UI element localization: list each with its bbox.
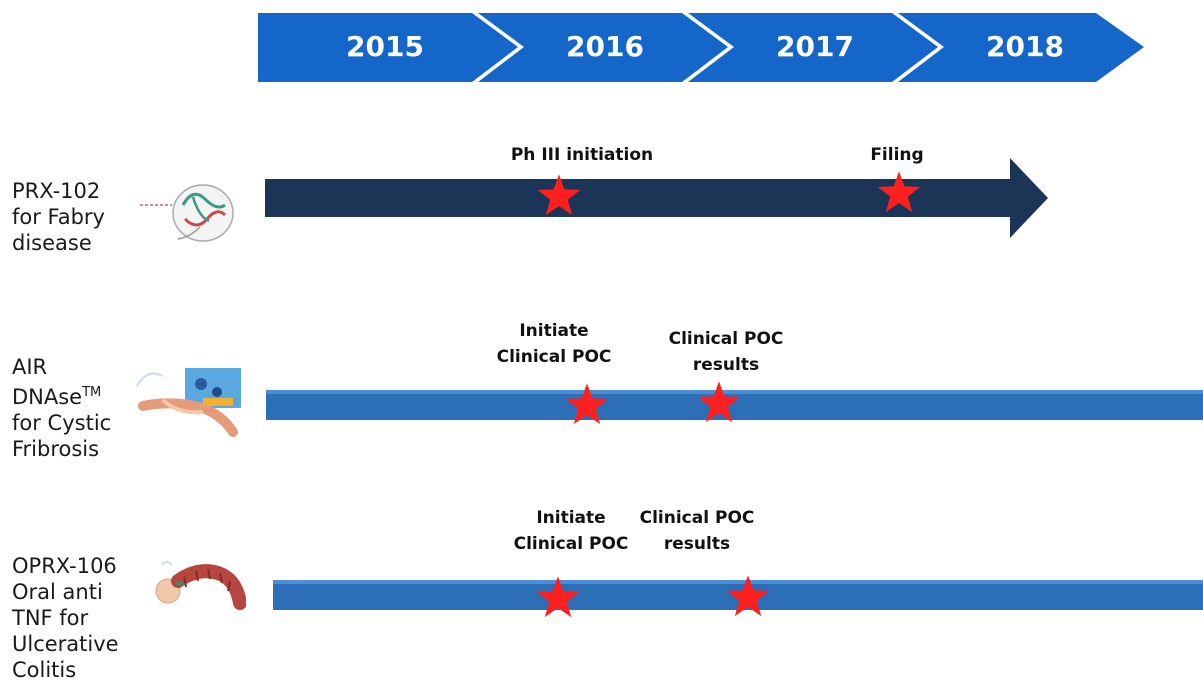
program-label-line: for Fabry [12,205,105,229]
star-icon [877,171,921,213]
airway-lungs-icon [136,368,241,437]
star-icon [697,381,741,423]
timeline-bar-prx102 [265,158,1048,238]
star-icon [536,576,580,618]
year-chevron-2017 [688,13,938,82]
program-label-line: Colitis [12,658,77,682]
program-label-line: OPRX-106 [12,554,117,578]
star-icon [537,174,581,216]
program-label-prx102: PRX-102 for Fabry disease [12,178,105,256]
program-label-line: TNF for [12,606,89,630]
year-label-2018: 2018 [986,30,1064,63]
year-label-2016: 2016 [566,30,644,63]
milestone-label-air-poc-results: Clinical POC results [668,329,784,375]
year-label-2017: 2017 [776,30,854,63]
program-label-line: Fribrosis [12,437,100,461]
program-label-line: PRX-102 [12,179,101,203]
trademark-mark: TM [82,385,102,400]
colon-intestine-icon [155,561,246,610]
year-label-2015: 2015 [346,30,424,63]
year-chevron-2015 [258,13,518,82]
milestone-label-ph3-initiation: Ph III initiation [510,145,654,165]
star-icon [565,383,609,425]
milestone-label-oprx-initiate-poc: Initiate Clinical POC [513,508,629,554]
program-label-oprx106: OPRX-106 Oral anti TNF for Ulcerative Co… [12,553,119,683]
program-label-line: for Cystic [12,411,112,435]
program-label-line: Oral anti [12,580,103,604]
program-label-line: Ulcerative [12,632,119,656]
star-icon [726,575,770,617]
protein-structure-icon [140,184,234,242]
year-chevron-2016 [478,13,728,82]
year-header-band [258,13,1144,82]
milestone-label-oprx-poc-results: Clinical POC results [639,508,755,554]
year-chevron-2018 [898,13,1144,82]
program-label-line: DNAseTM [12,385,102,409]
program-label-line: disease [12,231,92,255]
milestone-label-air-initiate-poc: Initiate Clinical POC [496,321,612,367]
program-label-air-dnase: AIR DNAseTM for Cystic Fribrosis [12,354,111,462]
timeline-bar-air-dnase [266,390,1203,420]
program-label-line: AIR [12,355,48,379]
milestone-label-filing: Filing [870,145,924,165]
